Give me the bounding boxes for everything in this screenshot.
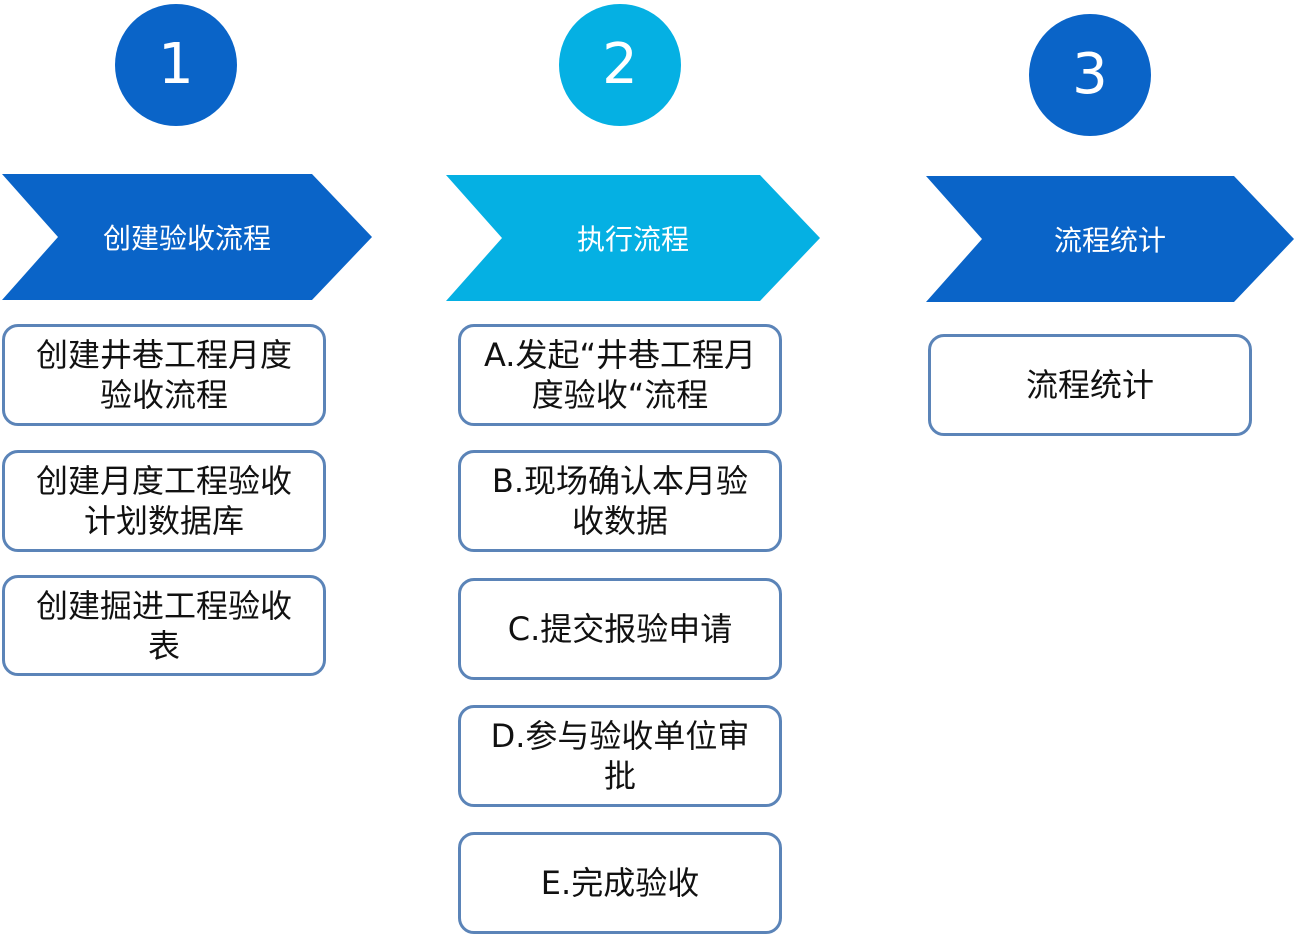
step-2-item-4[interactable]: D.参与验收单位审批 [458, 705, 782, 807]
step-3-number: 3 [1072, 42, 1108, 107]
step-2-item-2-label: B.现场确认本月验收数据 [491, 462, 749, 540]
step-1-item-3[interactable]: 创建掘进工程验收表 [2, 575, 326, 676]
step-1-chevron-shape [2, 174, 372, 300]
step-1-item-2-label: 创建月度工程验收计划数据库 [35, 462, 292, 540]
step-2-item-1[interactable]: A.发起“井巷工程月度验收“流程 [458, 324, 782, 426]
step-2-item-5-label: E.完成验收 [540, 864, 700, 902]
step-3-chevron-shape [926, 176, 1294, 302]
step-1-item-1[interactable]: 创建井巷工程月度验收流程 [2, 324, 326, 426]
step-1-item-3-label: 创建掘进工程验收表 [35, 586, 292, 665]
step-2-item-3[interactable]: C.提交报验申请 [458, 578, 782, 680]
step-2-title: 执行流程 [576, 223, 689, 256]
step-2-chevron: 执行流程 [446, 175, 820, 301]
step-2-item-1-label: A.发起“井巷工程月度验收“流程 [483, 336, 757, 414]
step-2-chevron-shape [446, 175, 820, 301]
step-2-number: 2 [602, 32, 638, 97]
step-3-chevron: 流程统计 [926, 176, 1294, 302]
step-3-item-1[interactable]: 流程统计 [928, 334, 1252, 436]
step-1-item-2[interactable]: 创建月度工程验收计划数据库 [2, 450, 326, 552]
step-1-item-1-label: 创建井巷工程月度验收流程 [35, 336, 292, 414]
step-1-chevron: 创建验收流程 [2, 174, 372, 300]
step-2-item-3-label: C.提交报验申请 [507, 610, 733, 648]
step-1-title: 创建验收流程 [102, 222, 271, 255]
step-2-item-2[interactable]: B.现场确认本月验收数据 [458, 450, 782, 552]
step-3-item-1-label: 流程统计 [1025, 366, 1154, 404]
step-1-number: 1 [158, 32, 194, 97]
step-2-item-5[interactable]: E.完成验收 [458, 832, 782, 934]
step-2-number-circle: 2 [559, 4, 681, 126]
step-1-number-circle: 1 [115, 4, 237, 126]
step-3-number-circle: 3 [1029, 14, 1151, 136]
step-2-item-4-label: D.参与验收单位审批 [490, 717, 750, 795]
step-3-title: 流程统计 [1053, 224, 1166, 257]
